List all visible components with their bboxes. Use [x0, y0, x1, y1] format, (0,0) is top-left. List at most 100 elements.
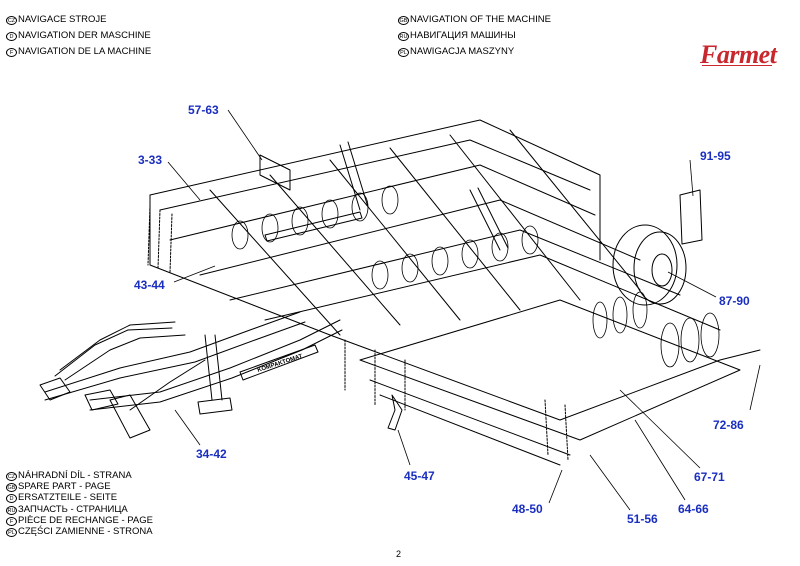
drawbar-brace: [129, 359, 206, 411]
callout-67-71: 67-71: [694, 470, 725, 484]
leader-91-95: [689, 159, 694, 197]
page-number: 2: [396, 549, 402, 559]
farmet-logo: Farmet: [700, 40, 777, 70]
leader-72-86: [749, 364, 761, 411]
leader-67-71: [619, 389, 701, 469]
callout-3-33: 3-33: [138, 153, 162, 167]
hitch-eye: [84, 389, 119, 411]
callout-48-50: 48-50: [512, 502, 543, 516]
frame-decal: [264, 211, 363, 242]
drawbar-line: [89, 319, 341, 401]
leader-57-63: [227, 109, 263, 161]
leader-lines: [167, 109, 761, 511]
callout-57-63: 57-63: [188, 103, 219, 117]
leader-51-56: [589, 454, 631, 511]
header-text: NAWIGACJA MASZYNY: [410, 46, 515, 57]
footer-text: CZĘŚCI ZAMIENNE - STRONA: [18, 526, 153, 538]
header-text: NAVIGATION OF THE MACHINE: [410, 14, 551, 25]
transport-wheel: [612, 224, 678, 306]
header-text: NAVIGATION DE LA MACHINE: [18, 46, 152, 57]
fold-cylinder: [469, 187, 509, 251]
callout-91-95: 91-95: [700, 149, 731, 163]
front-springs: [147, 204, 173, 273]
wheel-hub: [651, 253, 673, 287]
machine-drawing: [39, 119, 761, 466]
lang-code-ru: RU: [6, 505, 17, 515]
cylinder-bracket: [259, 154, 291, 191]
tine-share: [387, 394, 403, 431]
frame-outline: [149, 119, 601, 261]
lang-code-pl: PL: [6, 528, 17, 538]
lang-code-ru: RU: [398, 32, 409, 41]
lang-code-cz: CZ: [6, 16, 17, 25]
callout-43-44: 43-44: [134, 278, 165, 292]
hitch-plate: [109, 394, 151, 439]
frame-rail: [264, 254, 721, 331]
wheel-tread: [633, 231, 687, 305]
lang-code-pl: PL: [398, 48, 409, 57]
leader-48-50: [548, 469, 563, 504]
lang-code-d: D: [6, 494, 17, 504]
hydraulic-hose: [59, 321, 176, 371]
callout-87-90: 87-90: [719, 294, 750, 308]
lang-code-d: D: [6, 32, 17, 41]
leader-64-66: [634, 419, 686, 501]
drawbar-line: [44, 311, 301, 393]
roller-edge: [369, 379, 571, 466]
header-text: NAVIGATION DER MASCHINE: [18, 30, 151, 41]
rear-roller-frame: [359, 299, 741, 441]
callout-72-86: 72-86: [713, 418, 744, 432]
drawbar-decal: [239, 344, 319, 381]
footer-text: ERSATZTEILE - SEITE: [18, 492, 118, 504]
tine-springs: [544, 399, 569, 461]
leader-43-44: [173, 265, 216, 283]
header-text: НАВИГАЦИЯ МАШИНЫ: [410, 30, 516, 41]
callout-45-47: 45-47: [404, 469, 435, 483]
cross-beam: [209, 129, 641, 336]
callout-64-66: 64-66: [678, 502, 709, 516]
leader-3-33: [167, 161, 201, 201]
frame-rail: [199, 199, 641, 276]
footer-text: PIÈCE DE RECHANGE - PAGE: [18, 514, 153, 526]
tine-springs: [344, 339, 406, 411]
parking-stand: [197, 334, 233, 415]
footer-text: NÁHRADNÍ DÍL - STRANA: [18, 470, 132, 481]
hydraulic-hose: [64, 334, 186, 381]
logo-underline: [702, 64, 773, 66]
drawbar-line: [89, 329, 343, 411]
frame-rail: [159, 139, 591, 211]
lang-code-gb: GB: [398, 16, 409, 25]
hitch-eye: [39, 377, 71, 401]
leader-34-42: [174, 409, 201, 446]
footer-text: ЗАПЧАСТЬ - СТРАНИЦА: [18, 503, 128, 515]
fold-cylinder: [339, 141, 369, 211]
lang-code-gb: GB: [6, 483, 17, 493]
header-text: NAVIGACE STROJE: [18, 14, 107, 25]
lang-code-f: F: [6, 516, 17, 526]
roller-rings: [592, 291, 720, 368]
logo-text: Farmet: [700, 40, 777, 69]
disc-row: [231, 185, 539, 290]
hydraulic-hose: [54, 327, 173, 377]
lang-code-cz: CZ: [6, 472, 17, 481]
frame-outline: [149, 194, 761, 421]
footer-text: SPARE PART - PAGE: [18, 481, 111, 493]
lang-code-f: F: [6, 48, 17, 57]
leader-87-90: [667, 271, 717, 298]
